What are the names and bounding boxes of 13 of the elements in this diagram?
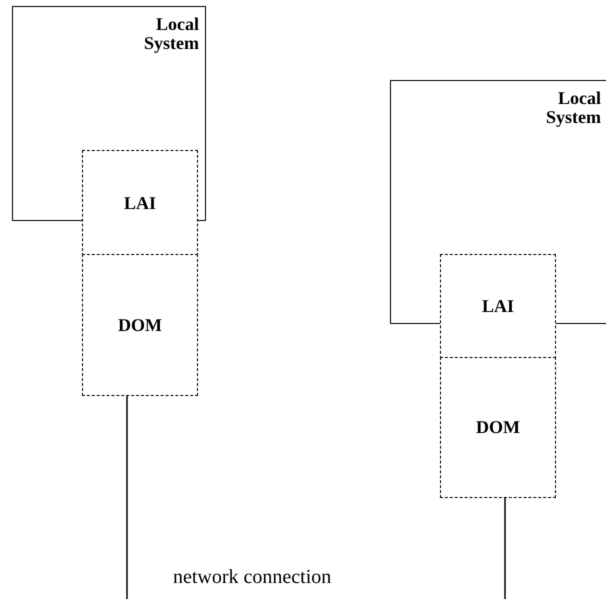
connection-label: network connection [173,566,332,589]
box-label: DOM [476,418,520,437]
dashed-box [440,254,556,359]
box-label: Local System [545,89,601,127]
box-label: LAI [124,194,156,212]
dashed-box [82,254,198,396]
dashed-box [82,150,198,256]
network-line [504,498,506,599]
box-label: DOM [118,316,162,334]
dashed-box [440,357,556,498]
network-line [126,396,128,599]
box-label: Local System [143,15,199,53]
box-label: LAI [482,297,514,316]
